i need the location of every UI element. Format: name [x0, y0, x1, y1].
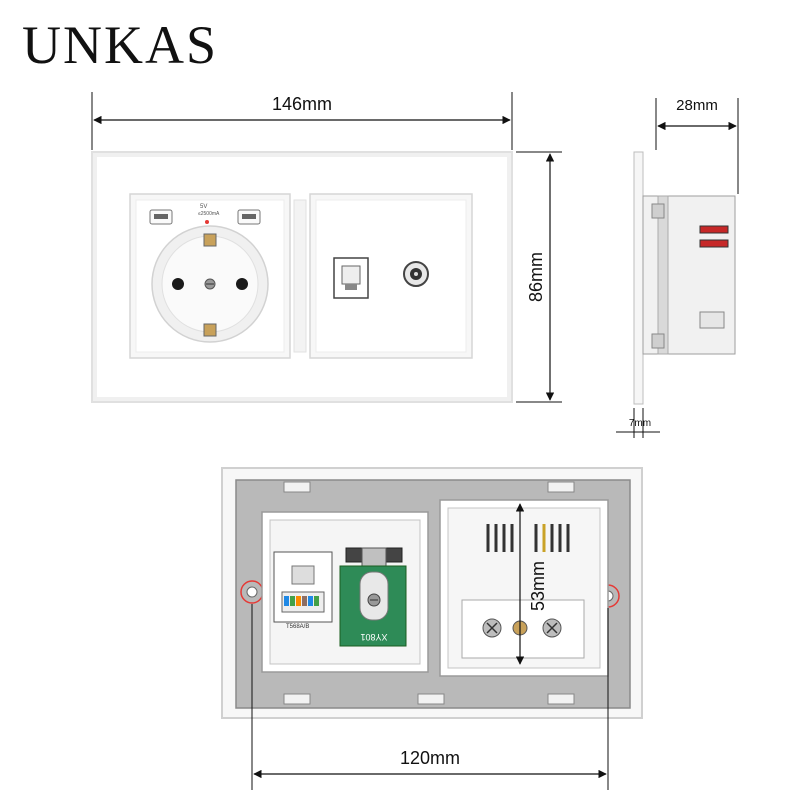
- indicator-light: [205, 220, 209, 224]
- rj45-keystone-module: [273, 551, 333, 623]
- front-view: 5V ≤2500mA 14: [91, 92, 562, 403]
- side-thickness-label: 7mm: [629, 418, 651, 429]
- side-depth-label: 28mm: [676, 97, 718, 114]
- side-glass-plate: [633, 151, 644, 405]
- keystone-label: T568A/B: [286, 624, 309, 630]
- usb-rating-top: 5V: [200, 204, 207, 210]
- usb-port-right: [237, 209, 261, 225]
- front-width-label: 146mm: [272, 94, 332, 114]
- coax-connector-module: [339, 547, 407, 647]
- schuko-socket: [151, 225, 269, 343]
- coax-label: XY801: [360, 632, 387, 642]
- back-height-label: 53mm: [528, 561, 548, 611]
- brand-logo: UNKAS: [22, 15, 219, 75]
- usb-port-left: [149, 209, 173, 225]
- tv-coax-port: [403, 261, 429, 287]
- front-height-label: 86mm: [526, 252, 546, 302]
- side-module-body: [642, 195, 736, 355]
- back-width-label: 120mm: [400, 748, 460, 768]
- back-view: T568A/B XY801: [221, 467, 643, 790]
- side-view: 28mm 7mm: [616, 97, 739, 438]
- rj45-data-port: [333, 257, 369, 299]
- usb-rating-bottom: ≤2500mA: [198, 211, 220, 217]
